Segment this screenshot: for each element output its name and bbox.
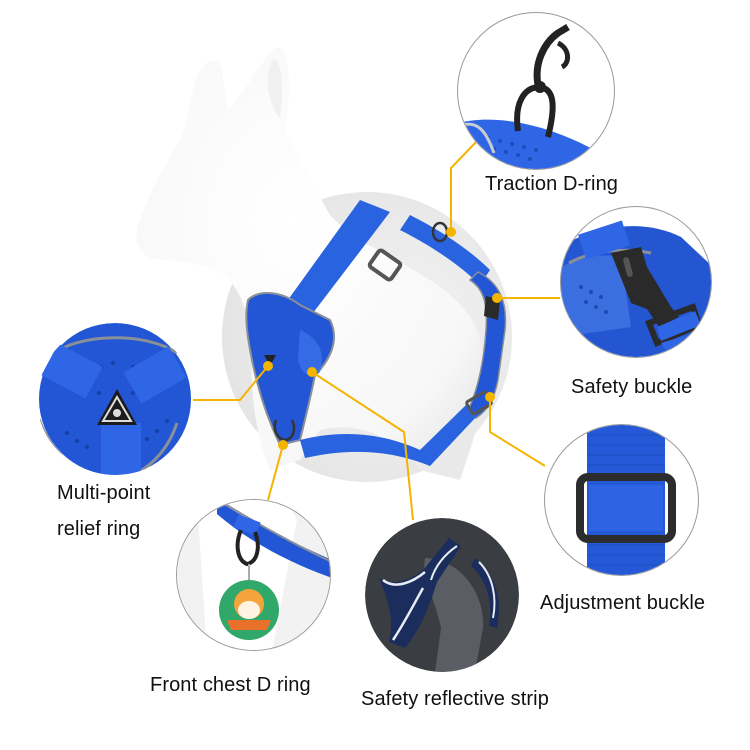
reflective-harness-night-icon bbox=[365, 518, 519, 672]
safety-reflective-strip-label: Safety reflective strip bbox=[361, 688, 549, 710]
traction-d-ring-detail bbox=[457, 12, 615, 170]
multi-point-relief-ring-detail bbox=[37, 323, 193, 475]
side-release-buckle-icon bbox=[561, 220, 711, 357]
traction-d-ring-label: Traction D-ring bbox=[485, 173, 619, 195]
d-ring-clip-icon bbox=[458, 23, 614, 169]
adjustment-buckle-label: Adjustment buckle bbox=[540, 592, 706, 614]
front-chest-d-ring-detail bbox=[176, 499, 331, 651]
safety-buckle-label: Safety buckle bbox=[571, 376, 693, 398]
safety-reflective-strip-detail bbox=[365, 518, 519, 672]
front-chest-d-ring-label: Front chest D ring bbox=[150, 674, 311, 696]
relief-ring-label-line2: relief ring bbox=[57, 518, 141, 540]
relief-ring-triangle-icon bbox=[37, 323, 191, 475]
d-ring-pet-tag-icon bbox=[177, 500, 330, 650]
multi-point-label-line1: Multi-point bbox=[57, 482, 151, 504]
safety-buckle-detail bbox=[560, 206, 712, 358]
adjuster-slider-icon bbox=[576, 425, 676, 575]
adjustment-buckle-detail bbox=[544, 424, 699, 576]
